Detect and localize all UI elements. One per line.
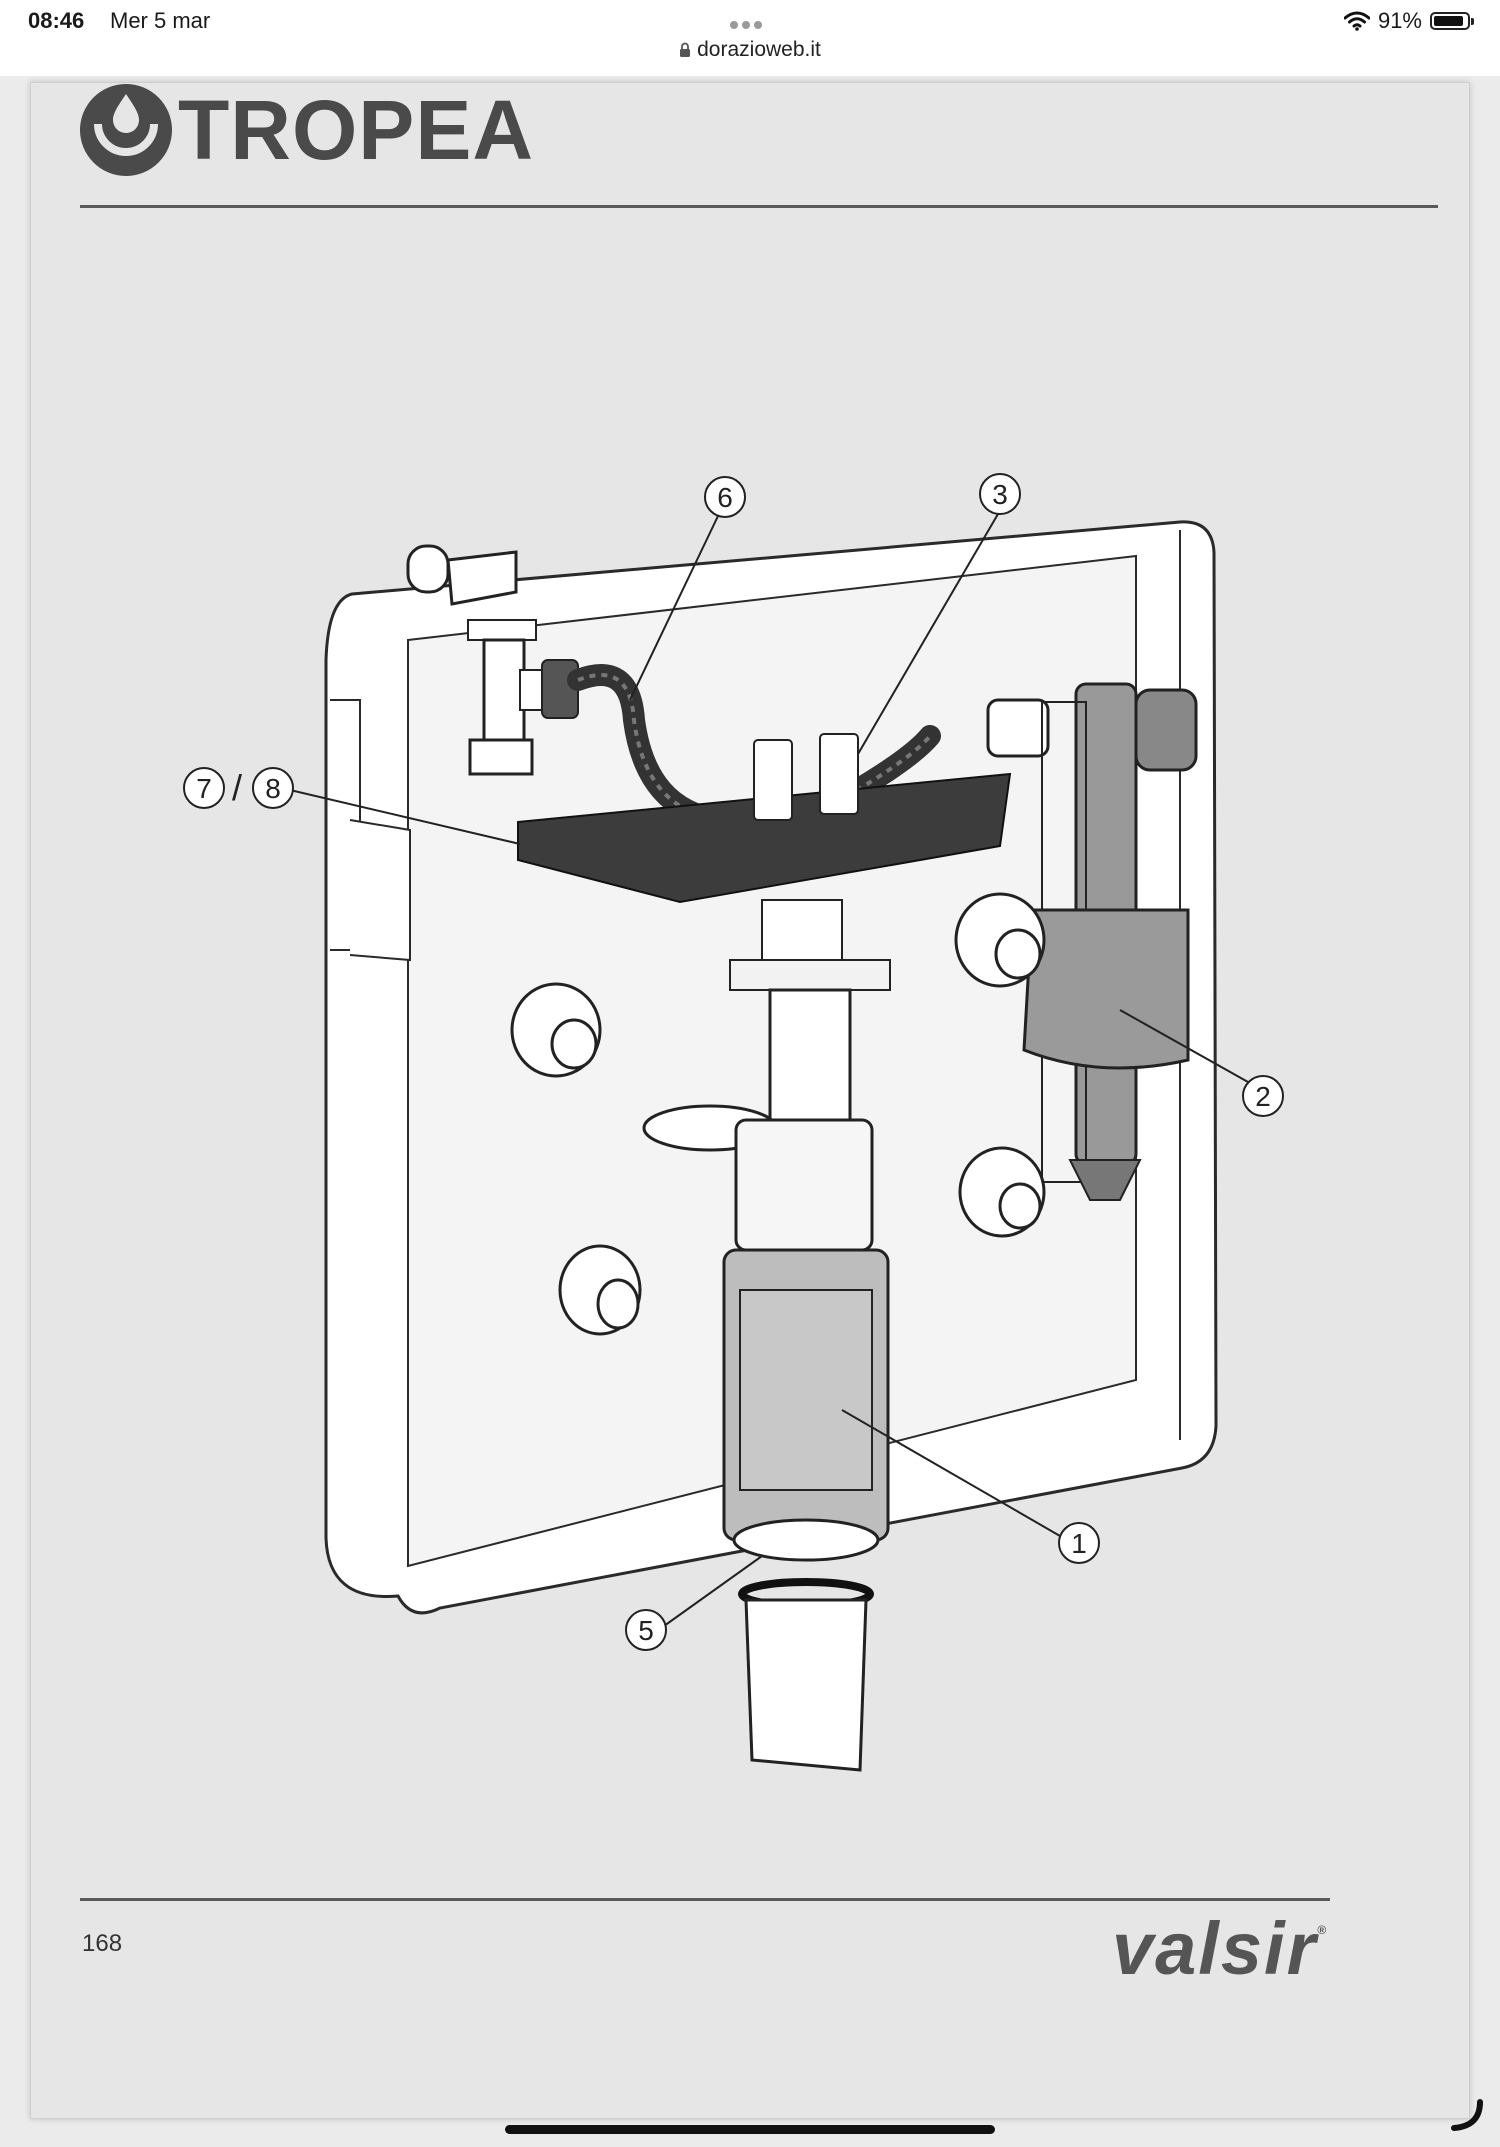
callout-3: 3 (979, 473, 1021, 515)
cistern-left-notch (349, 819, 411, 962)
lock-icon (680, 42, 691, 57)
callout-6: 6 (704, 476, 746, 518)
mounting-bosses (510, 892, 1046, 1336)
battery-fill (1434, 16, 1464, 26)
brand-header: TROPEA (80, 82, 534, 178)
url-text: dorazioweb.it (697, 38, 821, 61)
footer-logo-text: valsir (1112, 1907, 1318, 1990)
callout-3-label: 3 (992, 479, 1008, 510)
flush-valve (642, 899, 891, 1772)
callout-slash-label: / (232, 767, 242, 808)
header-divider (80, 205, 1438, 208)
wifi-icon (1343, 11, 1370, 31)
brand-title: TROPEA (178, 83, 535, 177)
callout-7-8: 7 / 8 (183, 767, 294, 809)
callout-1-label: 1 (1071, 1528, 1087, 1559)
status-indicators: 91% (1343, 8, 1474, 34)
battery-percent: 91% (1377, 8, 1422, 33)
multitasking-dots-icon[interactable] (730, 16, 770, 29)
registered-mark-icon: ® (1317, 1923, 1329, 1937)
callout-5: 5 (625, 1609, 667, 1651)
plate-hook-right (819, 733, 859, 815)
callout-8-label: 8 (265, 773, 281, 804)
callout-1: 1 (1058, 1522, 1100, 1564)
home-indicator[interactable] (505, 2125, 995, 2134)
status-bar: 08:46 Mer 5 mar dorazioweb.it 91% (0, 0, 1500, 77)
rotate-corner-icon (1451, 2099, 1483, 2131)
leader-lines (289, 513, 1249, 1627)
callout-5-label: 5 (638, 1615, 654, 1646)
callout-7-label: 7 (196, 773, 212, 804)
float-valve (986, 682, 1198, 1201)
footer-logo: valsir® (1112, 1906, 1328, 1991)
callout-2-label: 2 (1255, 1081, 1271, 1112)
page-number: 168 (82, 1930, 123, 1957)
battery-icon (1430, 12, 1474, 30)
footer-divider (80, 1898, 1330, 1901)
inlet-valve (406, 544, 579, 776)
plate-hook-left (753, 739, 793, 821)
callout-2: 2 (1242, 1075, 1284, 1117)
drop-logo-icon (80, 84, 172, 176)
status-time: 08:46 (28, 8, 85, 33)
cover-plate (517, 772, 1012, 904)
status-date: Mer 5 mar (110, 8, 211, 33)
address-bar[interactable]: dorazioweb.it (0, 38, 1500, 62)
callout-6-label: 6 (717, 482, 733, 513)
